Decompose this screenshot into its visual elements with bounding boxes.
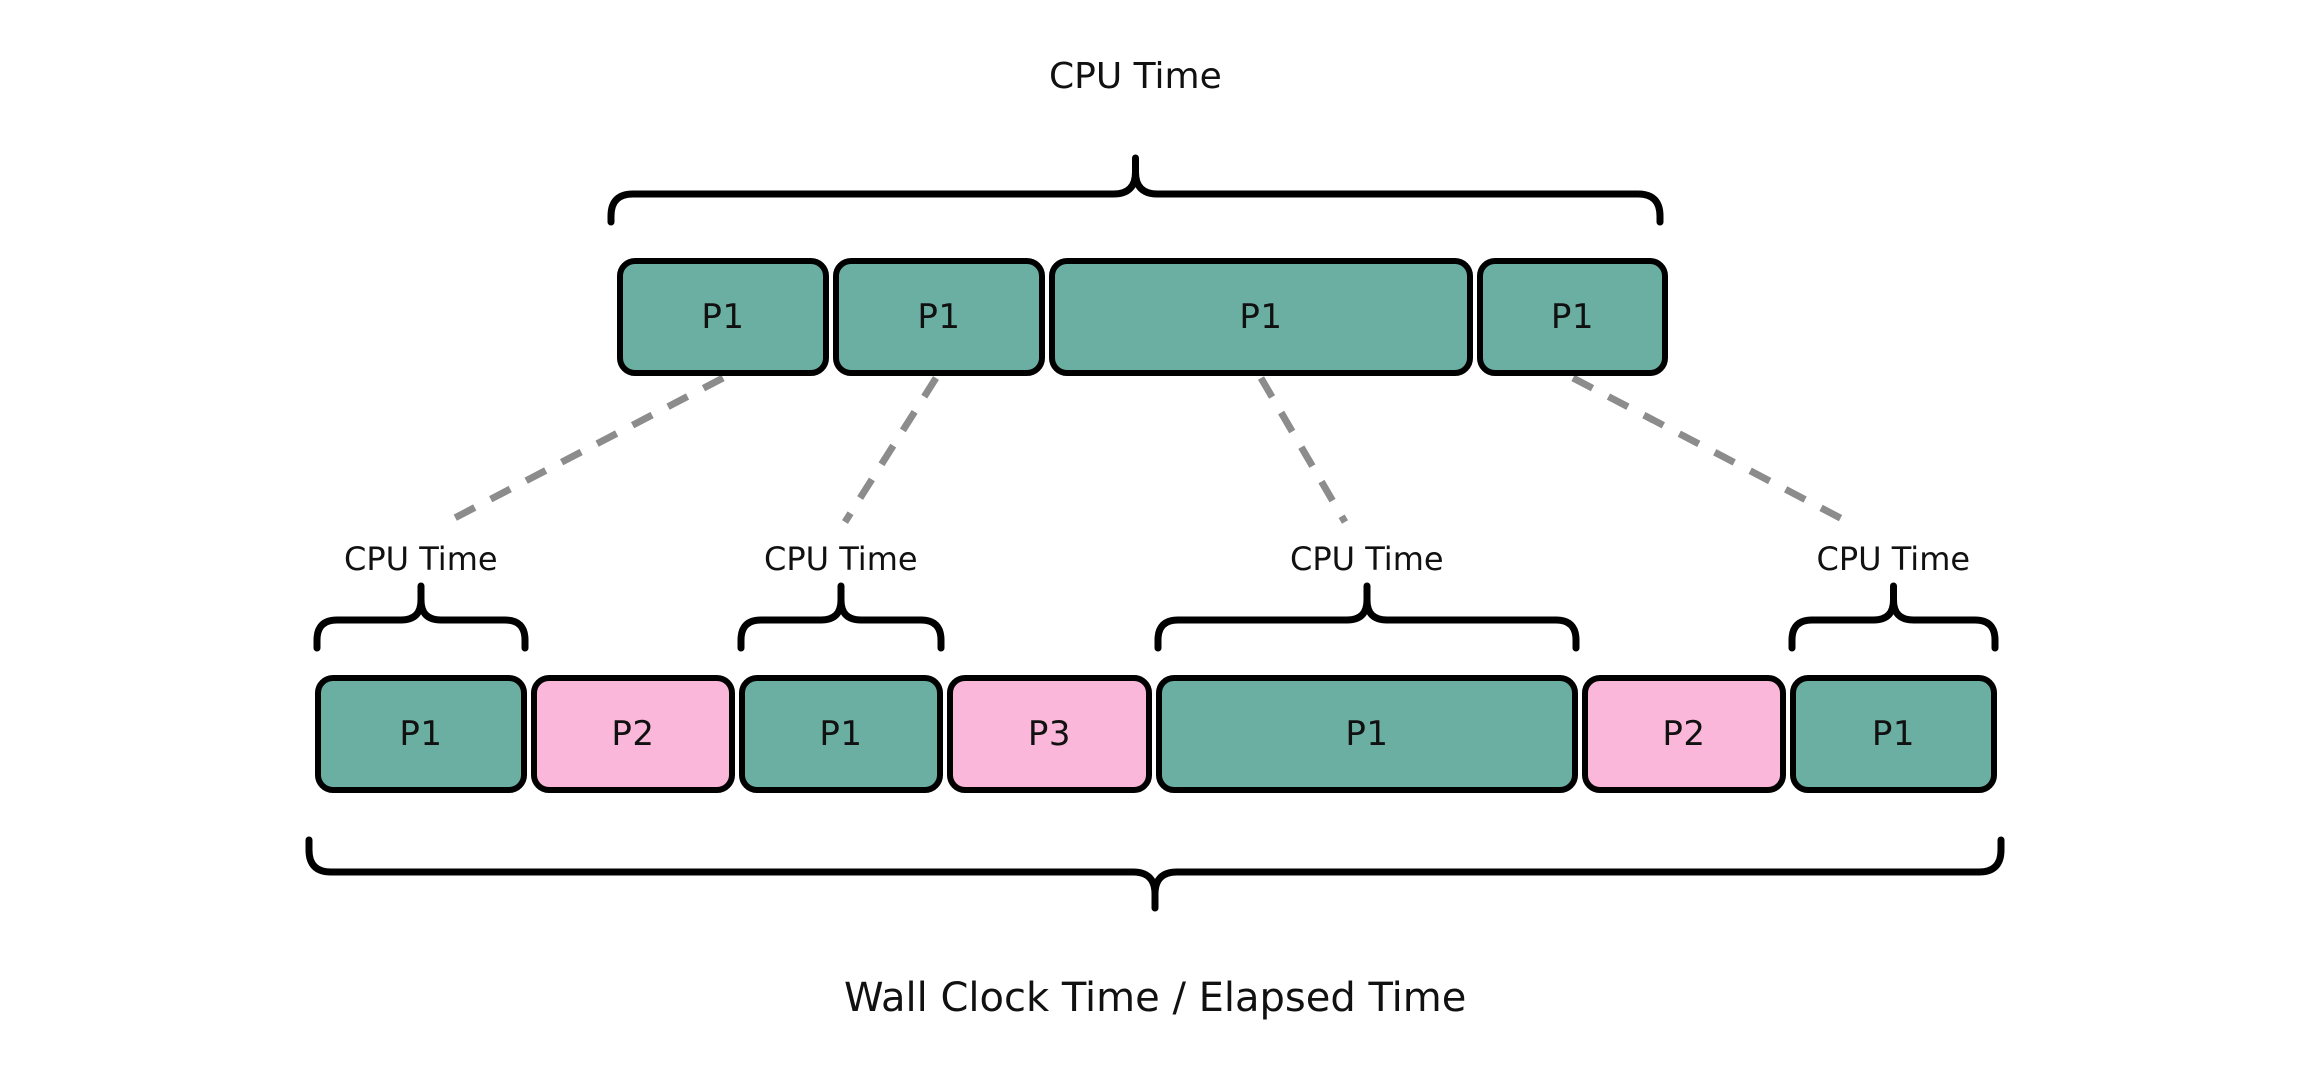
cpu-block-p1-0[interactable]: P1 xyxy=(617,258,829,376)
segment-cpu-time-label-0: CPU Time xyxy=(344,540,498,578)
wall-clock-time-brace xyxy=(305,836,2005,912)
cpu-block-p1-3[interactable]: P1 xyxy=(1477,258,1668,376)
connector-line-1 xyxy=(842,376,939,524)
wall-block-p1-2[interactable]: P1 xyxy=(739,675,943,793)
block-label: P1 xyxy=(1550,297,1595,337)
top-cpu-time-label: CPU Time xyxy=(1049,56,1222,97)
connector-line-3 xyxy=(1571,374,1850,526)
block-label: P1 xyxy=(1345,714,1389,754)
wall-block-p3-3[interactable]: P3 xyxy=(947,675,1152,793)
block-label: P1 xyxy=(1239,297,1283,337)
block-label: P2 xyxy=(611,714,655,754)
cpu-block-p1-1[interactable]: P1 xyxy=(833,258,1045,376)
block-label: P1 xyxy=(917,297,961,337)
segment-brace-1 xyxy=(737,582,945,652)
wall-block-p2-1[interactable]: P2 xyxy=(531,675,735,793)
braces-group xyxy=(305,154,2005,912)
block-label: P1 xyxy=(1871,714,1916,754)
segment-cpu-time-label-1: CPU Time xyxy=(764,540,918,578)
segment-brace-2 xyxy=(1154,582,1580,652)
wall-block-p1-6[interactable]: P1 xyxy=(1790,675,1997,793)
segment-cpu-time-label-2: CPU Time xyxy=(1290,540,1444,578)
wall-block-p2-5[interactable]: P2 xyxy=(1582,675,1786,793)
cpu-block-p1-2[interactable]: P1 xyxy=(1049,258,1473,376)
segment-cpu-time-label-3: CPU Time xyxy=(1816,540,1971,578)
connector-line-0 xyxy=(445,374,725,526)
wall-block-p1-0[interactable]: P1 xyxy=(315,675,527,793)
wall-clock-time-label: Wall Clock Time / Elapsed Time xyxy=(844,975,1467,1021)
segment-brace-3 xyxy=(1788,582,1999,652)
block-label: P3 xyxy=(1027,714,1072,754)
block-label: P1 xyxy=(819,714,863,754)
connector-line-2 xyxy=(1257,376,1349,524)
connector-lines-group xyxy=(445,374,1850,526)
top-cpu-time-brace xyxy=(607,154,1664,226)
wall-block-p1-4[interactable]: P1 xyxy=(1156,675,1578,793)
segment-brace-0 xyxy=(313,582,529,652)
block-label: P1 xyxy=(399,714,443,754)
block-label: P2 xyxy=(1662,714,1706,754)
block-label: P1 xyxy=(701,297,745,337)
